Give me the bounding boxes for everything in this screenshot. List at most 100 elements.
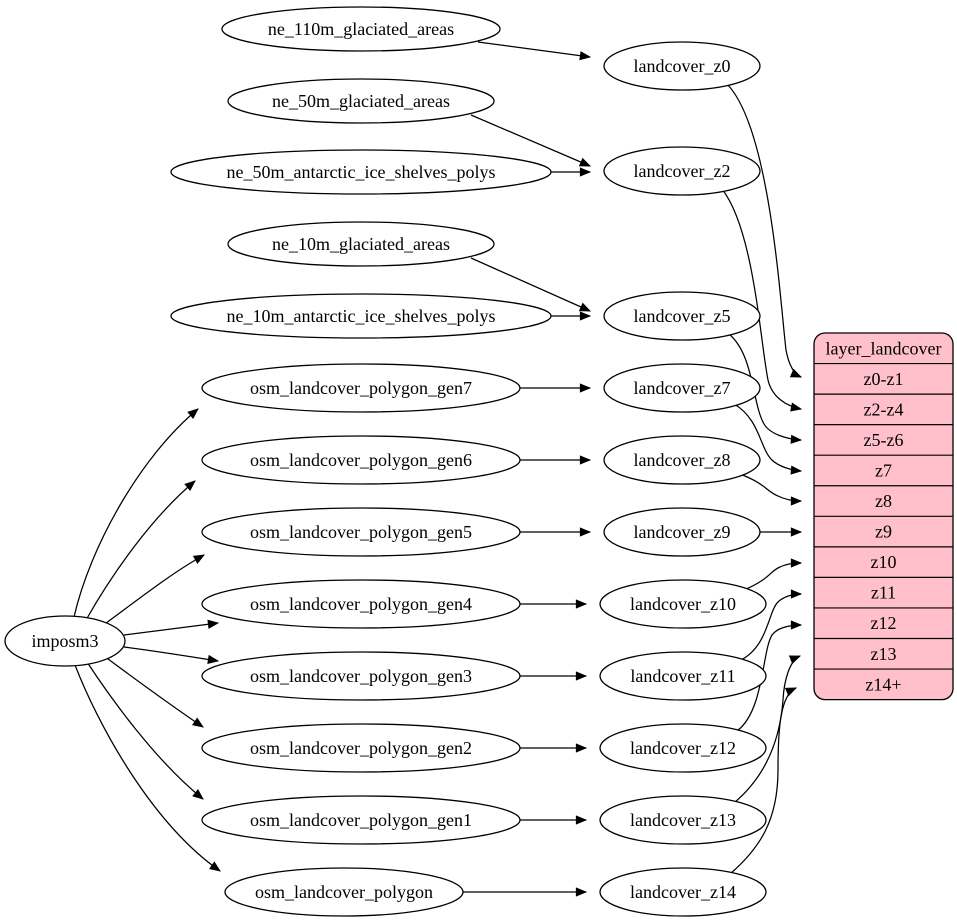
node-landcover_z2: landcover_z2 [603, 146, 761, 196]
node-label: osm_landcover_polygon_gen1 [250, 810, 472, 830]
node-ne_50m_antarctic_ice_shelves_polys: ne_50m_antarctic_ice_shelves_polys [170, 149, 552, 195]
node-shape [201, 435, 521, 485]
node-osm_landcover_polygon_gen4: osm_landcover_polygon_gen4 [201, 579, 521, 629]
node-ne_10m_glaciated_areas: ne_10m_glaciated_areas [227, 221, 495, 267]
node-shape [201, 363, 521, 413]
node-label: imposm3 [31, 631, 98, 651]
edge-landcover_z5-to-layer_landcover-z5-z6 [728, 333, 803, 444]
table-row-z11: z11 [871, 583, 896, 603]
edge-landcover_z13-to-layer_landcover-z13 [733, 655, 802, 804]
table-layer: layer_landcoverz0-z1z2-z4z5-z6z7z8z9z10z… [813, 332, 954, 701]
node-shape [227, 78, 495, 124]
node-label: landcover_z12 [630, 738, 736, 758]
table-row-z2-z4: z2-z4 [864, 399, 904, 419]
node-landcover_z5: landcover_z5 [603, 291, 761, 341]
table-layer_landcover: layer_landcoverz0-z1z2-z4z5-z6z7z8z9z10z… [813, 332, 954, 701]
edge-ne_50m_glaciated_areas-to-landcover_z2 [470, 114, 592, 167]
edge-imposm3-to-osm_landcover_polygon_gen3 [123, 646, 220, 664]
node-label: osm_landcover_polygon_gen5 [250, 522, 472, 542]
edge-landcover_z8-to-layer_landcover-z8 [739, 473, 803, 506]
node-landcover_z14: landcover_z14 [599, 867, 767, 917]
node-osm_landcover_polygon_gen1: osm_landcover_polygon_gen1 [201, 795, 521, 845]
edge-landcover_z10-to-layer_landcover-z10 [743, 558, 803, 591]
node-label: ne_10m_glaciated_areas [272, 234, 450, 254]
edge-landcover_z12-to-layer_landcover-z12 [736, 620, 803, 732]
table-row-z7: z7 [875, 460, 892, 480]
node-landcover_z13: landcover_z13 [599, 795, 767, 845]
node-label: landcover_z10 [630, 594, 736, 614]
edge-landcover_z2-to-layer_landcover-z2-z4 [721, 188, 803, 412]
table-title: layer_landcover [826, 338, 942, 358]
node-osm_landcover_polygon_gen7: osm_landcover_polygon_gen7 [201, 363, 521, 413]
edge-ne_110m_glaciated_areas-to-landcover_z0 [477, 41, 592, 61]
node-shape [603, 291, 761, 341]
node-shape [201, 507, 521, 557]
node-ne_110m_glaciated_areas: ne_110m_glaciated_areas [221, 6, 501, 52]
node-landcover_z8: landcover_z8 [603, 435, 761, 485]
edge-imposm3-to-osm_landcover_polygon_gen1 [86, 661, 204, 800]
node-label: osm_landcover_polygon [255, 882, 433, 902]
node-label: ne_10m_antarctic_ice_shelves_polys [227, 306, 496, 326]
node-shape [603, 435, 761, 485]
node-landcover_z0: landcover_z0 [603, 41, 761, 91]
node-label: ne_50m_antarctic_ice_shelves_polys [227, 162, 496, 182]
node-landcover_z7: landcover_z7 [603, 363, 761, 413]
node-osm_landcover_polygon_gen6: osm_landcover_polygon_gen6 [201, 435, 521, 485]
edge-imposm3-to-osm_landcover_polygon [74, 664, 221, 872]
node-label: ne_50m_glaciated_areas [272, 91, 450, 111]
table-row-z12: z12 [871, 613, 897, 633]
table-row-z0-z1: z0-z1 [864, 369, 904, 389]
node-shape [221, 6, 501, 52]
edge-imposm3-to-osm_landcover_polygon_gen2 [103, 655, 204, 728]
node-label: landcover_z7 [634, 378, 731, 398]
node-landcover_z11: landcover_z11 [599, 651, 767, 701]
node-shape [4, 615, 126, 667]
node-landcover_z12: landcover_z12 [599, 723, 767, 773]
node-label: landcover_z5 [634, 306, 731, 326]
edge-landcover_z7-to-layer_landcover-z7 [733, 403, 803, 475]
node-label: osm_landcover_polygon_gen7 [250, 378, 472, 398]
node-label: osm_landcover_polygon_gen4 [250, 594, 472, 614]
node-label: landcover_z2 [634, 161, 731, 181]
node-ne_50m_glaciated_areas: ne_50m_glaciated_areas [227, 78, 495, 124]
node-shape [227, 221, 495, 267]
edge-imposm3-to-osm_landcover_polygon_gen7 [73, 408, 199, 618]
table-row-z9: z9 [875, 522, 892, 542]
edge-imposm3-to-osm_landcover_polygon_gen5 [101, 554, 205, 627]
node-shape [599, 651, 767, 701]
node-label: osm_landcover_polygon_gen6 [250, 450, 472, 470]
node-shape [201, 579, 521, 629]
node-shape [599, 723, 767, 773]
node-label: landcover_z9 [634, 522, 731, 542]
nodes-layer: imposm3 ne_110m_glaciated_areas ne_50m_gla… [4, 6, 767, 917]
table-row-z10: z10 [871, 552, 897, 572]
edge-imposm3-to-osm_landcover_polygon_gen4 [123, 619, 220, 636]
node-label: landcover_z8 [634, 450, 731, 470]
node-label: ne_110m_glaciated_areas [268, 19, 454, 39]
node-shape [599, 579, 767, 629]
edge-ne_10m_glaciated_areas-to-landcover_z5 [470, 257, 592, 312]
node-shape [603, 41, 761, 91]
node-shape [224, 867, 464, 917]
table-row-z5-z6: z5-z6 [864, 430, 904, 450]
node-label: landcover_z13 [630, 810, 736, 830]
node-osm_landcover_polygon: osm_landcover_polygon [224, 867, 464, 917]
edge-landcover_z14-to-layer_landcover-z14+ [729, 687, 798, 875]
node-shape [201, 723, 521, 773]
node-shape [170, 293, 552, 339]
node-shape [603, 146, 761, 196]
node-ne_10m_antarctic_ice_shelves_polys: ne_10m_antarctic_ice_shelves_polys [170, 293, 552, 339]
node-landcover_z9: landcover_z9 [603, 507, 761, 557]
node-shape [170, 149, 552, 195]
node-shape [201, 795, 521, 845]
edges-layer [73, 41, 803, 897]
node-shape [599, 795, 767, 845]
node-label: landcover_z11 [630, 666, 735, 686]
node-shape [599, 867, 767, 917]
node-osm_landcover_polygon_gen2: osm_landcover_polygon_gen2 [201, 723, 521, 773]
node-label: landcover_z14 [630, 882, 736, 902]
table-row-z14+: z14+ [865, 674, 901, 694]
node-shape [603, 363, 761, 413]
